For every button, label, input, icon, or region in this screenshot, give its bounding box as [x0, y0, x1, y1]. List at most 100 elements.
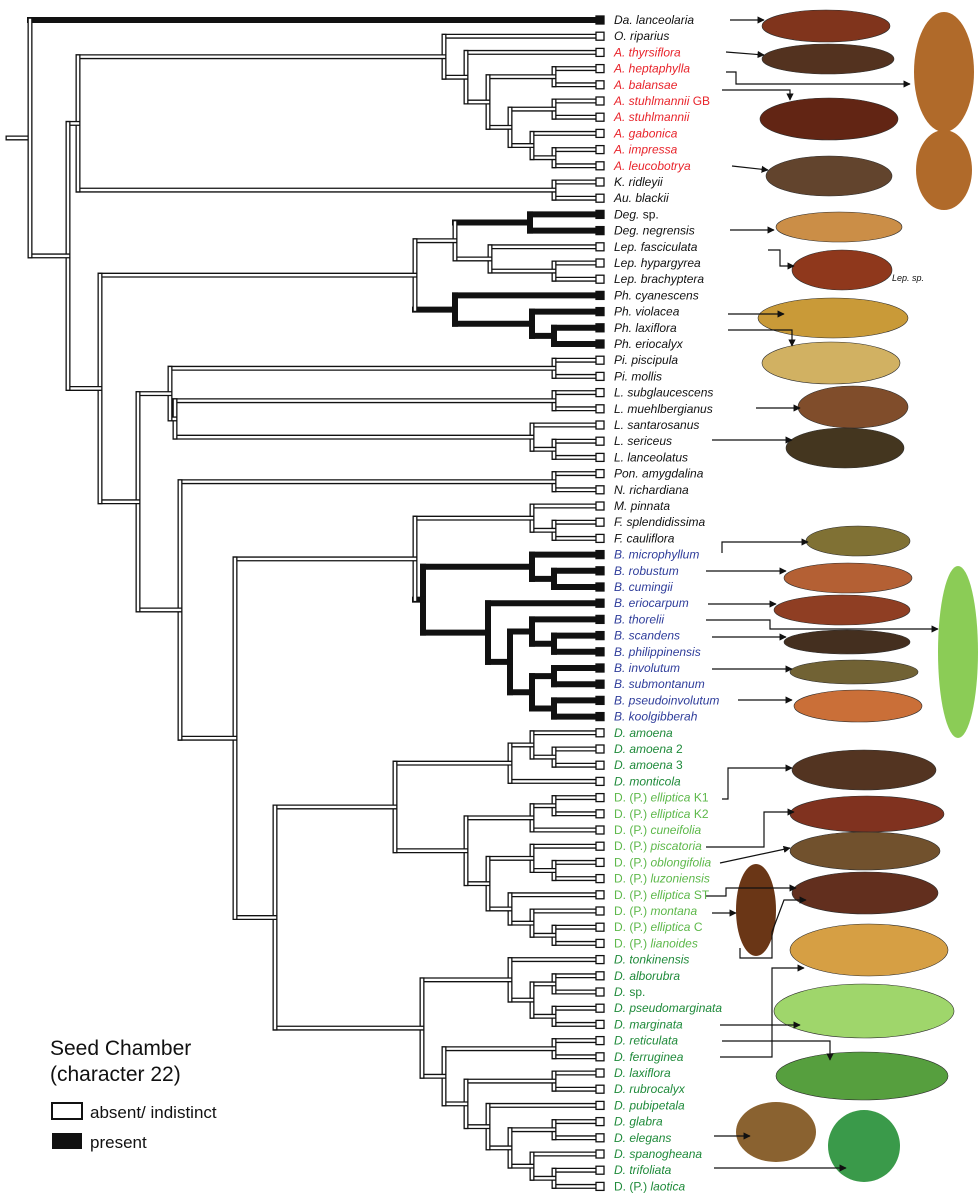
pod-image [790, 832, 940, 870]
pod-image [790, 660, 918, 684]
legend-title-line2: (character 22) [50, 1063, 181, 1086]
state-box [596, 534, 604, 542]
state-box [596, 356, 604, 364]
taxon-label: D. (P.) piscatoria [614, 839, 702, 853]
state-box [596, 421, 604, 429]
state-box [596, 1101, 604, 1109]
legend-absent-swatch [52, 1103, 82, 1119]
state-box [596, 518, 604, 526]
state-box [596, 486, 604, 494]
pod-image [916, 130, 972, 210]
state-box [596, 340, 604, 348]
taxon-label: Ph. laxiflora [614, 321, 677, 335]
state-box [596, 48, 604, 56]
state-box [596, 502, 604, 510]
legend-present-label: present [90, 1133, 147, 1152]
pod-arrow [722, 768, 792, 799]
pod-image [760, 98, 898, 140]
legend-title-line1: Seed Chamber [50, 1037, 191, 1060]
state-box [596, 1085, 604, 1093]
state-box [596, 875, 604, 883]
taxon-label: B. pseudoinvolutum [614, 693, 719, 707]
taxon-label: D. (P.) elliptica C [614, 920, 703, 934]
pod-image [938, 566, 978, 738]
taxon-labels: Da. lanceolariaO. ripariusA. thyrsiflora… [596, 13, 722, 1193]
pod-image [774, 984, 954, 1038]
state-box [596, 583, 604, 591]
state-box [596, 1166, 604, 1174]
taxon-label: D. elegans [614, 1131, 671, 1145]
taxon-label: D. ferruginea [614, 1050, 684, 1064]
taxon-label: L. sericeus [614, 434, 672, 448]
pod-image [828, 1110, 900, 1182]
taxon-label: Lep. brachyptera [614, 272, 704, 286]
taxon-label: A. thyrsiflora [613, 45, 681, 59]
taxon-label: D. (P.) montana [614, 904, 697, 918]
legend: Seed Chamber (character 22) absent/ indi… [50, 1037, 217, 1152]
state-box [596, 162, 604, 170]
state-box [596, 745, 604, 753]
pod-image [766, 156, 892, 196]
pod-arrow [706, 812, 794, 847]
state-box [596, 696, 604, 704]
pod-image [784, 630, 910, 654]
taxon-label: D. amoena 3 [614, 758, 683, 772]
taxon-label: Da. lanceolaria [614, 13, 694, 27]
taxon-label: B. thorelii [614, 612, 664, 626]
state-box [596, 1182, 604, 1190]
taxon-label: D. laxiflora [614, 1066, 671, 1080]
state-box [596, 988, 604, 996]
state-box [596, 1118, 604, 1126]
state-box [596, 453, 604, 461]
taxon-label: B. eriocarpum [614, 596, 689, 610]
taxon-label: B. submontanum [614, 677, 705, 691]
taxon-label: Pi. mollis [614, 369, 662, 383]
taxon-label: D. (P.) oblongifolia [614, 855, 711, 869]
taxon-label: D. alborubra [614, 969, 680, 983]
taxon-label: L. subglaucescens [614, 386, 713, 400]
lep-sp-label: Lep. sp. [892, 273, 924, 283]
state-box [596, 599, 604, 607]
taxon-label: L. santarosanus [614, 418, 699, 432]
state-box [596, 146, 604, 154]
pod-image [790, 924, 948, 976]
pod-arrow [722, 90, 790, 100]
state-box [596, 907, 604, 915]
state-box [596, 1150, 604, 1158]
state-box [596, 194, 604, 202]
taxon-label: Deg. negrensis [614, 224, 695, 238]
state-box [596, 1069, 604, 1077]
state-box [596, 32, 604, 40]
pod-image [798, 386, 908, 428]
state-box [596, 16, 604, 24]
state-box [596, 308, 604, 316]
state-box [596, 632, 604, 640]
taxon-label: M. pinnata [614, 499, 670, 513]
taxon-label: D. (P.) lianoides [614, 936, 698, 950]
taxon-label: F. cauliflora [614, 531, 675, 545]
tree-branches [8, 20, 598, 1186]
pod-image [762, 342, 900, 384]
state-box [596, 777, 604, 785]
pod-image [762, 10, 890, 42]
taxon-label: A. leucobotrya [613, 159, 691, 173]
pod-image [806, 526, 910, 556]
taxon-label: Lep. fasciculata [614, 240, 698, 254]
state-box [596, 648, 604, 656]
state-box [596, 826, 604, 834]
state-box [596, 615, 604, 623]
state-box [596, 858, 604, 866]
taxon-label: A. impressa [613, 143, 678, 157]
pod-arrow [726, 52, 764, 55]
taxon-label: B. koolgibberah [614, 710, 698, 724]
taxon-label: B. involutum [614, 661, 680, 675]
taxon-label: B. robustum [614, 564, 679, 578]
taxon-label: Lep. hypargyrea [614, 256, 701, 270]
state-box [596, 129, 604, 137]
taxon-label: A. stuhlmannii [613, 110, 690, 124]
state-box [596, 842, 604, 850]
state-box [596, 810, 604, 818]
taxon-label: A. heptaphylla [613, 62, 690, 76]
taxon-label: A. stuhlmannii GB [613, 94, 710, 108]
